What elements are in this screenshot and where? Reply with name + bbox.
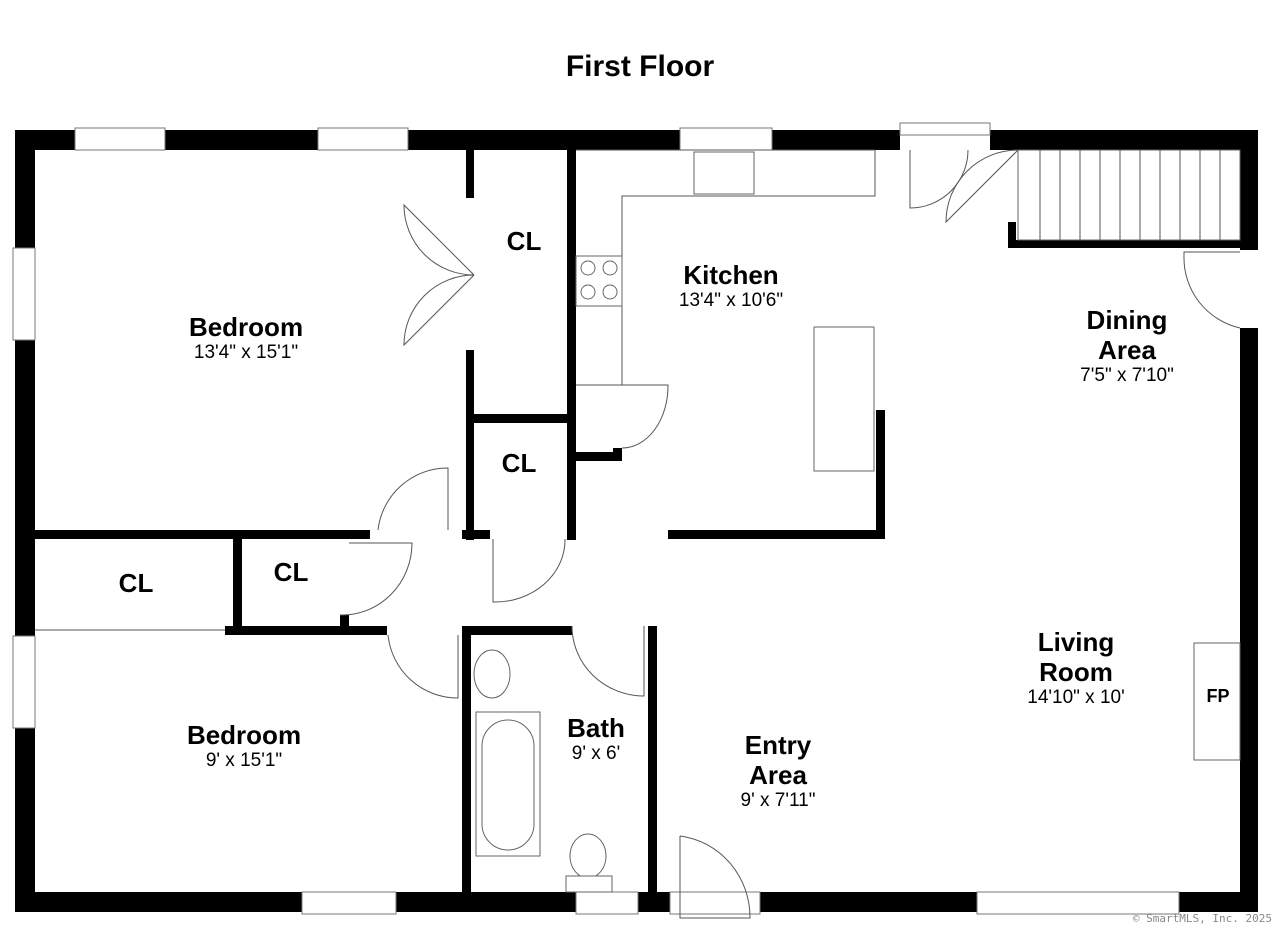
wall-closet-cl3: [233, 539, 242, 635]
door-stair: [945, 149, 1019, 224]
fireplace-icon: [1193, 642, 1241, 761]
wall-bath-top: [462, 626, 572, 635]
room-entry: Entry Area 9' x 7'11": [741, 730, 816, 812]
door-bath: [571, 625, 645, 697]
wall-right-lower: [1240, 328, 1258, 912]
toilet-tank: [565, 875, 613, 893]
wall-pantry: [576, 452, 622, 461]
window-top-3: [679, 127, 773, 151]
wall-stair-end: [1008, 222, 1016, 248]
room-name: Entry: [744, 730, 812, 760]
room-dim: 9' x 15'1": [205, 750, 283, 771]
wall-pantry-side: [613, 448, 622, 461]
window-bottom-2: [575, 891, 639, 915]
wall-kitchen-living: [668, 530, 885, 539]
room-name-2: Area: [1098, 335, 1156, 365]
wall-stair-base: [1008, 240, 1244, 248]
window-top-2: [317, 127, 409, 151]
room-dim: 13'4" x 15'1": [193, 342, 299, 363]
wall-hall-lower: [225, 626, 387, 635]
room-kitchen: Kitchen 13'4" x 10'6": [679, 260, 783, 312]
door-cl4: [339, 542, 413, 616]
room-name-2: Area: [749, 760, 807, 790]
room-dim: 9' x 7'11": [740, 790, 816, 811]
front-door-opening: [669, 891, 761, 915]
door-top-exterior: [899, 122, 991, 136]
room-living: Living Room 14'10" x 10': [1027, 627, 1124, 709]
room-name: Bath: [567, 713, 625, 743]
stairs-icon: [1017, 149, 1241, 241]
wall-closet-kitchen: [567, 150, 576, 540]
fireplace-label: FP: [1206, 686, 1230, 706]
bath-sink-icon: [473, 649, 511, 699]
front-door: [679, 835, 751, 919]
door-pantry: [576, 384, 669, 449]
wall-bedroom-closet-upper: [466, 150, 474, 198]
stair-treads: [1039, 150, 1221, 240]
room-bedroom-2: Bedroom 9' x 15'1": [187, 720, 301, 772]
closet-label-3: CL: [118, 568, 154, 598]
window-bottom-3: [976, 891, 1180, 915]
wall-right-upper: [1240, 130, 1258, 250]
room-name: Bedroom: [188, 312, 304, 342]
wall-top-right: [990, 130, 1258, 150]
room-bath: Bath 9' x 6': [567, 713, 625, 765]
room-name: Living: [1037, 627, 1115, 657]
toilet-icon: [569, 833, 607, 879]
closet-label-2: CL: [501, 448, 537, 478]
wall-bedroom-closet-lower: [466, 350, 474, 540]
wall-closet-divider: [474, 414, 568, 423]
room-name: Dining: [1086, 305, 1168, 335]
room-name: Kitchen: [683, 260, 779, 290]
window-bottom-1: [301, 891, 397, 915]
closet-label-4: CL: [273, 557, 309, 587]
door-bedroom1: [377, 467, 449, 531]
room-name-2: Room: [1039, 657, 1113, 687]
door-bedroom2: [387, 634, 459, 699]
room-bedroom-1: Bedroom 13'4" x 15'1": [189, 312, 303, 364]
closet-label-1: CL: [506, 226, 542, 256]
door-exterior-top: [909, 149, 969, 209]
wall-hall-closet-left: [462, 530, 490, 539]
door-closet-1: [403, 203, 475, 347]
window-top-1: [74, 127, 166, 151]
window-left-1: [12, 247, 36, 341]
room-dim: 13'4" x 10'6": [678, 290, 784, 311]
room-dim: 9' x 6': [571, 743, 621, 764]
copyright-credit: © SmartMLS, Inc. 2025: [1132, 912, 1272, 925]
room-dim: 14'10" x 10': [1027, 687, 1125, 708]
wall-bedroom-hall: [35, 530, 370, 539]
wall-top-left: [15, 130, 900, 150]
door-cl-hall: [492, 538, 566, 603]
plan-title: First Floor: [565, 50, 715, 83]
wall-island-side: [876, 410, 885, 539]
room-dining: Dining Area 7'5" x 7'10": [1080, 305, 1174, 387]
window-left-2: [12, 635, 36, 729]
wall-left: [15, 130, 35, 912]
sink-icon: [693, 151, 755, 195]
kitchen-island: [813, 326, 875, 472]
wall-bath-left: [462, 626, 471, 912]
door-dining: [1183, 251, 1241, 329]
room-name: Bedroom: [186, 720, 302, 750]
tub-inner: [481, 719, 535, 851]
wall-cl4-side: [340, 615, 349, 635]
room-dim: 7'5" x 7'10": [1080, 365, 1174, 386]
wall-bath-right: [648, 626, 657, 912]
